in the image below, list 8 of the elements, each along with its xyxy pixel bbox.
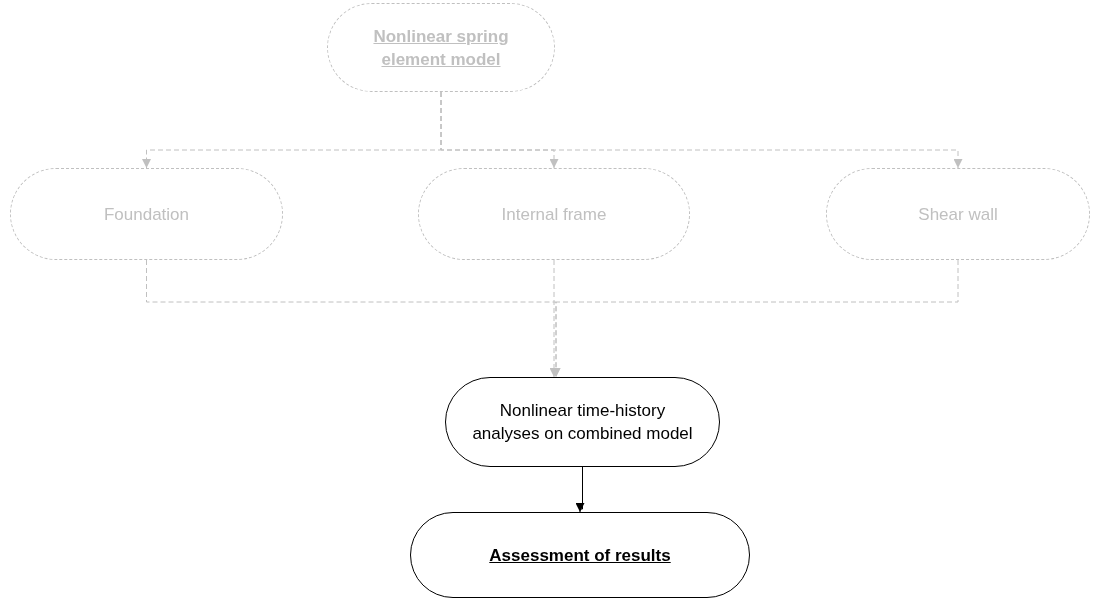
node-label: Foundation (102, 203, 191, 226)
node-label: Shear wall (917, 203, 999, 226)
node-label: Internal frame (500, 203, 608, 226)
node-label: Assessment of results (488, 544, 672, 567)
arrow (440, 91, 963, 169)
node-label: Nonlinear time-history analyses on combined model (471, 400, 694, 445)
node-label: Nonlinear spring element model (372, 25, 510, 71)
arrow (575, 466, 585, 513)
